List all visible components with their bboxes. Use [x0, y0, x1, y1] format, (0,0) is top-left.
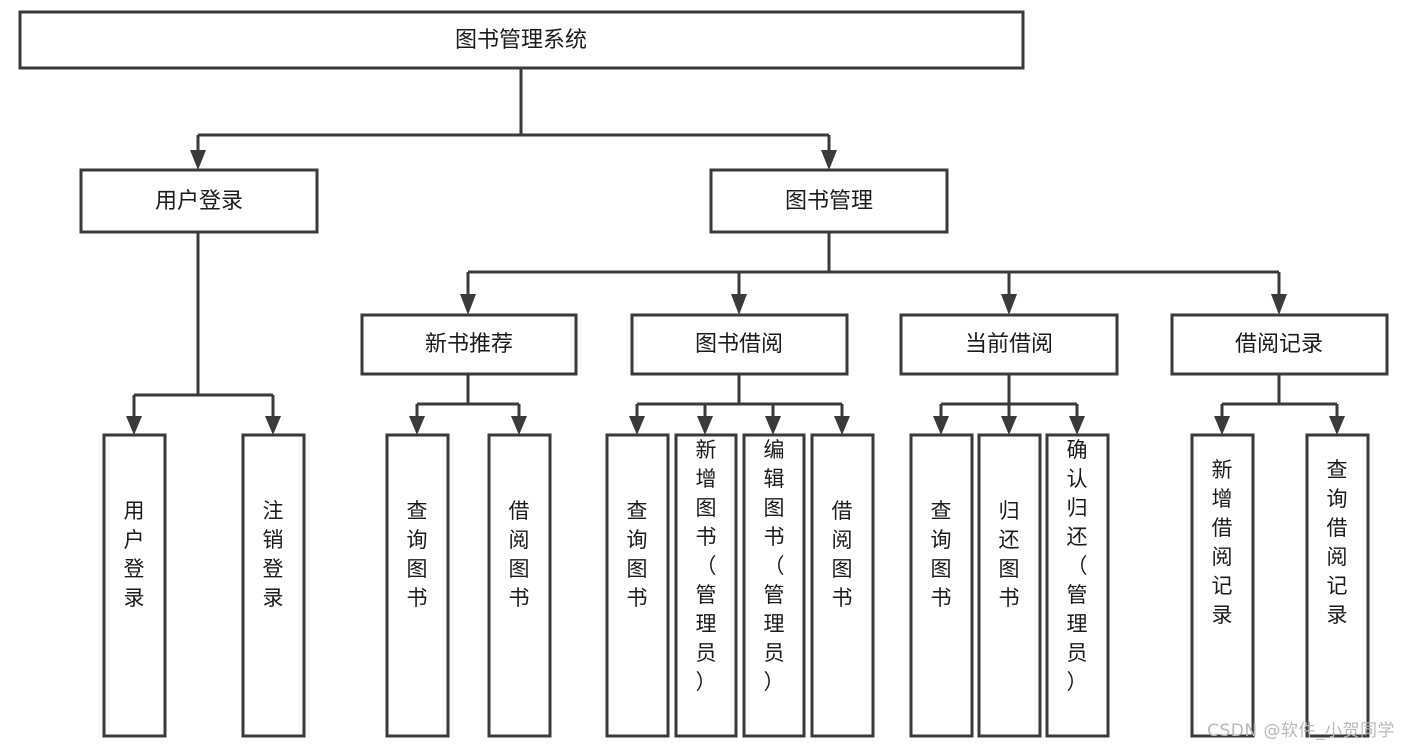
node-leaf-return-book[interactable]: 归还图书: [977, 433, 1042, 738]
arrowhead-borrow-record: [1271, 294, 1287, 315]
node-leaf-borrow-book-2-box[interactable]: [810, 433, 875, 738]
node-user-login[interactable]: 用户登录: [79, 168, 319, 234]
node-leaf-query-book-3[interactable]: 查询图书: [909, 433, 974, 738]
node-leaf-add-book-box[interactable]: [674, 433, 738, 738]
node-leaf-query-book-2[interactable]: 查询图书: [605, 433, 670, 738]
node-book-manage[interactable]: 图书管理: [709, 168, 949, 234]
node-leaf-borrow-book-1[interactable]: 借阅图书: [487, 433, 552, 738]
node-book-borrow-box[interactable]: [630, 313, 849, 376]
arrowhead-leaf-borrow-book-2: [834, 416, 850, 435]
csdn-watermark: CSDN @软件_小贺同学: [1207, 721, 1395, 741]
node-leaf-return-book-label: 归还图书: [999, 499, 1020, 610]
node-leaf-query-borrow-record[interactable]: 查询借阅记录: [1305, 433, 1370, 738]
node-leaf-query-book-1-label: 查询图书: [407, 499, 428, 610]
node-leaf-add-book-label: 新增图书（管理员）: [696, 438, 717, 694]
arrowhead-leaf-query-book-2: [629, 416, 645, 435]
node-leaf-user-login-box[interactable]: [102, 433, 167, 738]
node-leaf-add-borrow-record-box[interactable]: [1190, 433, 1255, 738]
node-leaf-query-book-3-box[interactable]: [909, 433, 974, 738]
node-current-borrow-box[interactable]: [899, 313, 1119, 376]
node-leaf-borrow-book-1-label: 借阅图书: [509, 499, 530, 610]
node-leaf-logout-login-label: 注销登录: [263, 499, 284, 610]
node-leaf-query-borrow-record-label: 查询借阅记录: [1327, 458, 1348, 627]
node-leaf-query-borrow-record-box[interactable]: [1305, 433, 1370, 738]
arrowhead-leaf-add-borrow-record: [1214, 416, 1230, 435]
node-leaf-query-book-1[interactable]: 查询图书: [385, 433, 450, 738]
node-leaf-query-book-2-box[interactable]: [605, 433, 670, 738]
node-book-borrow[interactable]: 图书借阅: [630, 313, 849, 376]
arrowhead-leaf-query-book-3: [933, 416, 949, 435]
node-leaf-confirm-return[interactable]: 确认归还（管理员）: [1045, 433, 1110, 738]
node-borrow-record-label: 借阅记录: [1235, 332, 1323, 357]
node-current-borrow-label: 当前借阅: [965, 332, 1053, 357]
node-user-login-label: 用户登录: [155, 189, 243, 214]
arrowhead-leaf-edit-book: [765, 416, 781, 435]
arrowhead-leaf-query-book-1: [409, 416, 425, 435]
arrowhead-new-book-recommend: [460, 294, 476, 315]
arrowhead-leaf-logout-login: [265, 416, 281, 435]
node-leaf-borrow-book-2[interactable]: 借阅图书: [810, 433, 875, 738]
node-book-manage-box[interactable]: [709, 168, 949, 234]
node-root-box[interactable]: [18, 10, 1025, 70]
node-book-borrow-label: 图书借阅: [695, 332, 783, 357]
node-leaf-query-book-1-box[interactable]: [385, 433, 450, 738]
node-current-borrow[interactable]: 当前借阅: [899, 313, 1119, 376]
node-leaf-edit-book-label: 编辑图书（管理员）: [764, 438, 785, 694]
arrowhead-book-borrow: [731, 294, 747, 315]
node-borrow-record-box[interactable]: [1170, 313, 1389, 376]
node-leaf-return-book-box[interactable]: [977, 433, 1042, 738]
node-book-manage-label: 图书管理: [785, 189, 873, 214]
arrowhead-book-manage: [821, 150, 837, 170]
node-new-book-recommend[interactable]: 新书推荐: [360, 313, 578, 376]
node-leaf-confirm-return-label: 确认归还（管理员）: [1067, 438, 1088, 694]
arrowhead-user-login: [190, 150, 206, 170]
arrowhead-leaf-query-borrow-record: [1329, 416, 1345, 435]
node-leaf-query-book-3-label: 查询图书: [931, 499, 952, 610]
node-leaf-user-login-label: 用户登录: [124, 499, 145, 610]
node-user-login-box[interactable]: [79, 168, 319, 234]
node-leaf-logout-login[interactable]: 注销登录: [241, 433, 306, 738]
arrowhead-leaf-return-book: [1001, 416, 1017, 435]
node-leaf-query-book-2-label: 查询图书: [627, 499, 648, 610]
node-leaf-add-borrow-record-label: 新增借阅记录: [1212, 458, 1233, 627]
node-new-book-recommend-box[interactable]: [360, 313, 578, 376]
node-root[interactable]: 图书管理系统: [18, 10, 1025, 70]
arrowhead-current-borrow: [1001, 294, 1017, 315]
arrowhead-leaf-confirm-return: [1069, 416, 1085, 435]
node-leaf-logout-login-box[interactable]: [241, 433, 306, 738]
node-leaf-edit-book-box[interactable]: [742, 433, 806, 738]
node-leaf-edit-book[interactable]: 编辑图书（管理员）: [742, 433, 806, 738]
node-root-label: 图书管理系统: [455, 28, 587, 53]
node-leaf-add-borrow-record[interactable]: 新增借阅记录: [1190, 433, 1255, 738]
node-leaf-confirm-return-box[interactable]: [1045, 433, 1110, 738]
arrowhead-leaf-borrow-book-1: [511, 416, 527, 435]
arrowhead-leaf-add-book: [697, 416, 713, 435]
connector-layer: [126, 68, 1345, 435]
arrowhead-leaf-user-login: [126, 416, 142, 435]
node-leaf-borrow-book-2-label: 借阅图书: [832, 499, 853, 610]
node-leaf-borrow-book-1-box[interactable]: [487, 433, 552, 738]
node-leaf-add-book[interactable]: 新增图书（管理员）: [674, 433, 738, 738]
node-leaf-user-login[interactable]: 用户登录: [102, 433, 167, 738]
node-borrow-record[interactable]: 借阅记录: [1170, 313, 1389, 376]
node-new-book-recommend-label: 新书推荐: [425, 332, 513, 357]
